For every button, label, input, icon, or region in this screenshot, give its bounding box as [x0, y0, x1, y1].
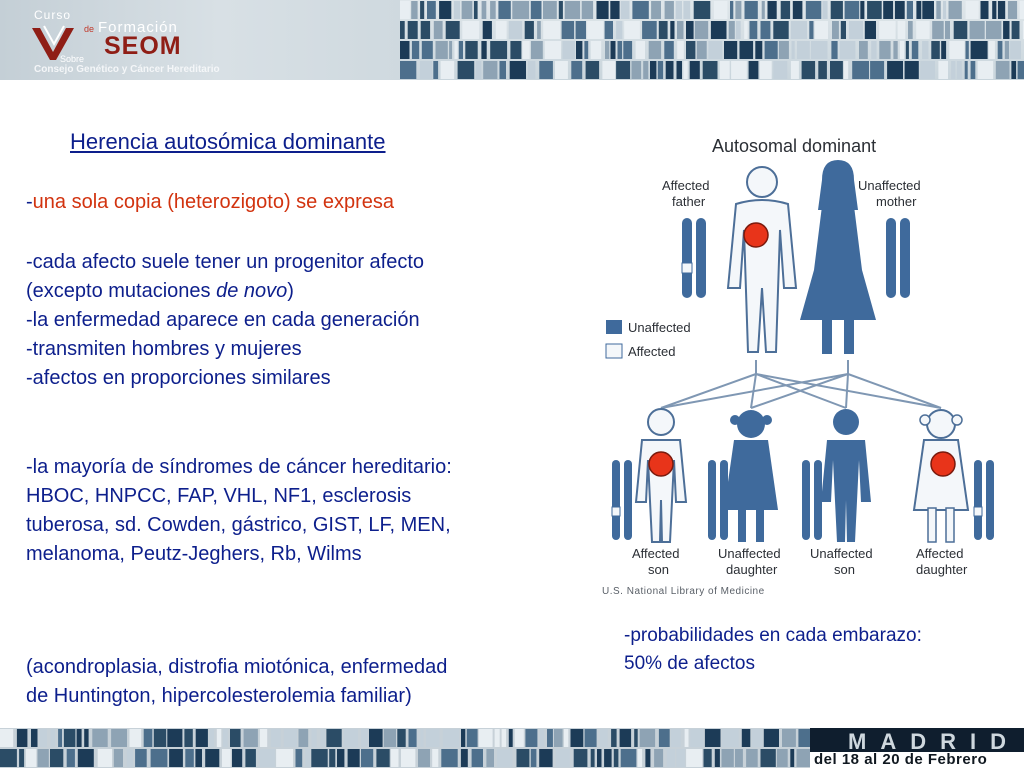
child3-label-1: Unaffected	[810, 546, 873, 561]
father-label-1: Affected	[662, 178, 709, 193]
mother-figure	[800, 160, 876, 354]
child1-label-1: Affected	[632, 546, 679, 561]
course-logo: Curso de Formación SEOM Sobre Consejo Ge…	[0, 0, 400, 80]
figure-credit: U.S. National Library of Medicine	[602, 586, 765, 597]
logo-seom-text: SEOM	[104, 32, 182, 60]
logo-sobre-text: Sobre	[60, 54, 85, 64]
legend-unaffected-swatch	[606, 320, 622, 334]
bullet-every-generation: -la enfermedad aparece en cada generació…	[26, 309, 420, 331]
logo-subtitle-text: Consejo Genético y Cáncer Hereditario	[34, 64, 220, 75]
affected-daughter-chromosomes	[973, 460, 994, 540]
footer-sequence-stripes	[0, 729, 810, 767]
unaffected-daughter-chromosomes	[708, 460, 728, 540]
other-diseases-line-2: de Huntington, hipercolesterolemia famil…	[26, 685, 412, 707]
legend-affected-label: Affected	[628, 344, 675, 359]
legend-unaffected-label: Unaffected	[628, 320, 691, 335]
header-banner: Curso de Formación SEOM Sobre Consejo Ge…	[0, 0, 1024, 80]
other-diseases-line-1: (acondroplasia, distrofia miotónica, enf…	[26, 656, 448, 678]
logo-de-text: de	[84, 24, 95, 34]
bullet-de-novo-note: (excepto mutaciones de novo)	[26, 280, 294, 302]
city-banner	[810, 728, 1024, 752]
child1-label-2: son	[648, 562, 669, 577]
child3-label-2: son	[834, 562, 855, 577]
child2-label-2: daughter	[726, 562, 778, 577]
daughter-mutation-marker	[930, 451, 956, 477]
bullet-similar-proportions: -afectos en proporciones similares	[26, 367, 331, 389]
dates-label: del 18 al 20 de Febrero	[814, 751, 988, 768]
logo-formacion-text: Formación	[98, 19, 178, 36]
unaffected-daughter-figure	[724, 410, 778, 542]
mother-label-2: mother	[876, 194, 917, 209]
child2-label-1: Unaffected	[718, 546, 781, 561]
dna-sequence-stripes	[400, 1, 1024, 79]
father-label-2: father	[672, 194, 706, 209]
slide-title: Herencia autosómica dominante	[70, 129, 386, 154]
bullet-cancer-syndromes: -la mayoría de síndromes de cáncer hered…	[26, 456, 452, 478]
unaffected-son-chromosomes	[802, 460, 822, 540]
son-mutation-marker	[648, 451, 674, 477]
father-figure	[726, 166, 798, 353]
mother-label-1: Unaffected	[858, 178, 921, 193]
probability-value: 50% de afectos	[624, 653, 755, 674]
logo-curso-text: Curso	[34, 8, 72, 22]
bullet-single-copy: -una sola copia (heterozigoto) se expres…	[26, 191, 394, 213]
father-chromosomes	[681, 218, 706, 298]
dates-banner	[810, 752, 1024, 768]
father-mutation-marker	[743, 222, 769, 248]
unaffected-son-figure	[821, 409, 871, 542]
figure-title: Autosomal dominant	[712, 136, 876, 156]
logo-v-emblem-icon	[32, 25, 74, 60]
bullet-affected-parent: -cada afecto suele tener un progenitor a…	[26, 251, 425, 273]
mother-chromosomes	[886, 218, 910, 298]
syndromes-line-3: melanoma, Peutz-Jeghers, Rb, Wilms	[26, 543, 362, 565]
child4-label-2: daughter	[916, 562, 968, 577]
bullet-men-women: -transmiten hombres y mujeres	[26, 338, 302, 360]
inheritance-lines	[660, 360, 942, 409]
syndromes-line-1: HBOC, HNPCC, FAP, VHL, NF1, esclerosis	[26, 485, 412, 507]
syndromes-line-2: tuberosa, sd. Cowden, gástrico, GIST, LF…	[26, 514, 451, 536]
probability-note: -probabilidades en cada embarazo:	[624, 625, 922, 646]
legend-affected-swatch	[605, 343, 623, 359]
affected-son-chromosomes	[611, 460, 632, 540]
city-label: MADRID	[848, 729, 1020, 754]
child4-label-1: Affected	[916, 546, 963, 561]
autosomal-dominant-pedigree: Autosomal dominant Affected father Unaff…	[602, 136, 994, 597]
